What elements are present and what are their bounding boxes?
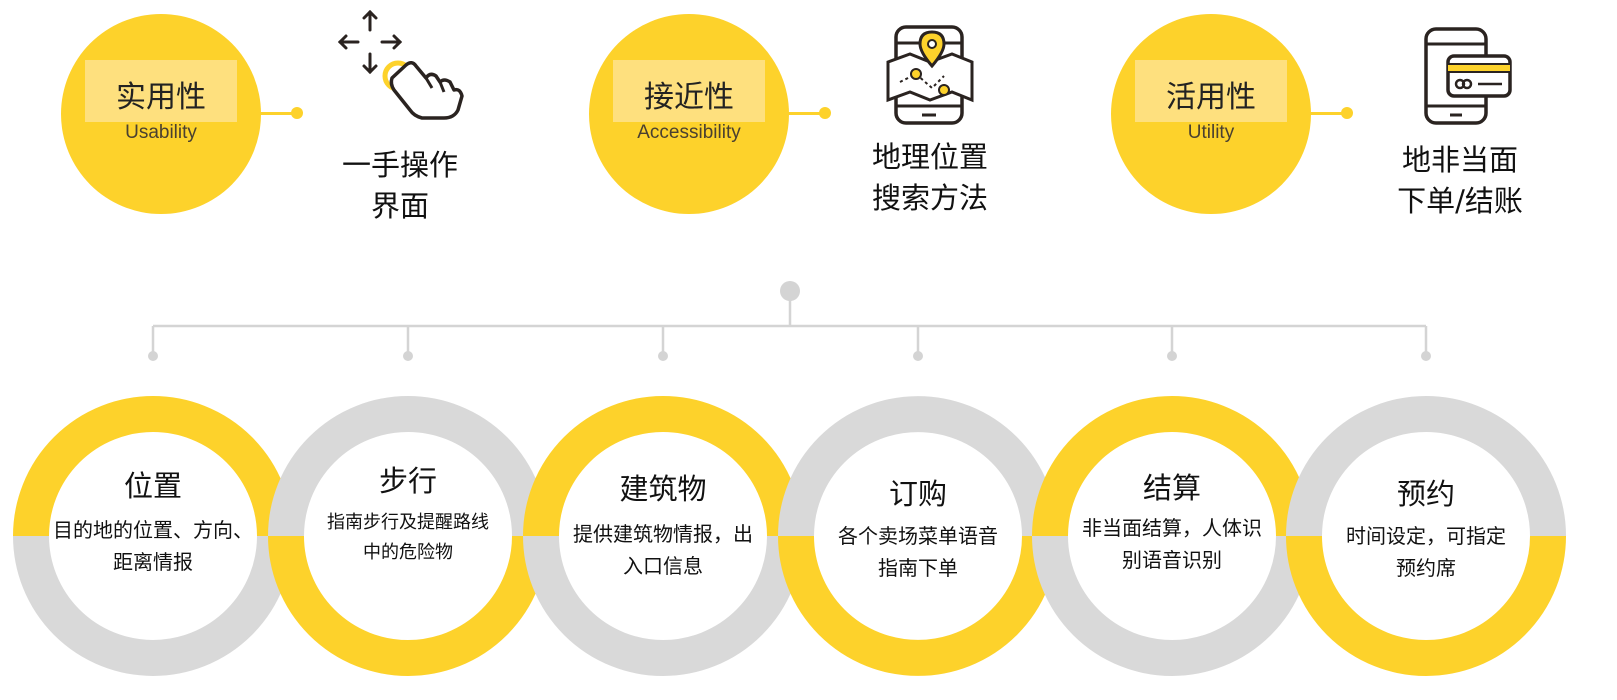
ring-arc-bottom: [1032, 535, 1312, 676]
feature-line: 一手操作: [341, 148, 458, 182]
category-label-box: [85, 60, 237, 122]
ring-title: 位置: [123, 469, 182, 503]
tree-branch-dot: [913, 351, 923, 361]
tree-branch-dot: [1167, 351, 1177, 361]
ring-desc: 各个卖场菜单语音 指南下单: [803, 520, 1033, 584]
ring-arc-top: [1032, 396, 1312, 537]
connector-dot: [1341, 107, 1353, 119]
tree-root-dot: [780, 281, 800, 301]
tree-branch-dot: [403, 351, 413, 361]
ring-desc-line: 中的危险物: [363, 542, 453, 563]
category-subtitle: Accessibility: [637, 122, 741, 143]
ring-desc: 时间设定，可指定 预约席: [1311, 520, 1541, 584]
ring-desc-line: 入口信息: [623, 554, 703, 578]
ring-desc: 目的地的位置、方向、 距离情报: [38, 514, 268, 578]
tree-branch-dot: [148, 351, 158, 361]
connector-line: [259, 112, 297, 115]
feature-text: 一手操作 界面: [320, 145, 480, 227]
feature-line: 地非当面: [1401, 143, 1518, 177]
ring-desc: 指南步行及提醒路线 中的危险物: [293, 508, 523, 568]
ring-arc-top: [523, 396, 803, 537]
connector-line: [1309, 112, 1347, 115]
ring-desc-line: 目的地的位置、方向、: [53, 518, 253, 542]
ring-arc-top: [268, 396, 548, 537]
ring-title: 预约: [1396, 477, 1455, 511]
ring-title: 步行: [378, 464, 437, 498]
ring-desc: 提供建筑物情报，出 入口信息: [548, 518, 778, 582]
ring-arc-bottom: [268, 535, 548, 676]
feature-line: 地理位置: [871, 140, 988, 174]
category-circle: 接近性 Accessibility: [589, 14, 789, 214]
feature-text: 地理位置 搜索方法: [855, 137, 1005, 219]
category-title: 活用性: [1166, 80, 1256, 115]
connector-dot: [819, 107, 831, 119]
touch-gesture-icon: [330, 8, 470, 123]
category-circle: 实用性 Usability: [61, 14, 261, 214]
feature-line: 下单/结账: [1397, 184, 1523, 218]
ring-title: 订购: [888, 477, 947, 511]
category-title: 实用性: [116, 80, 206, 115]
connector-dot: [291, 107, 303, 119]
ring-desc-line: 各个卖场菜单语音: [838, 524, 998, 548]
ring-desc-line: 非当面结算，人体识: [1082, 516, 1262, 540]
category-subtitle: Utility: [1187, 122, 1235, 143]
category-subtitle: Usability: [125, 122, 197, 143]
ring-desc-line: 距离情报: [113, 550, 193, 574]
category-label-box: [1135, 60, 1287, 122]
feature-line: 搜索方法: [871, 181, 988, 215]
ring-arc-top: [1286, 396, 1566, 537]
category-circle: 活用性 Utility: [1111, 14, 1311, 214]
ring-title: 结算: [1142, 471, 1201, 505]
tree-branch-dot: [658, 351, 668, 361]
tree-connector: [148, 281, 1431, 361]
ring-arc-bottom: [778, 535, 1058, 676]
ring-desc-line: 指南步行及提醒路线: [327, 512, 489, 533]
ring-desc-line: 时间设定，可指定: [1346, 524, 1506, 548]
phone-card-payment-icon: [1420, 26, 1516, 126]
ring-arc-bottom: [523, 535, 803, 676]
ring-arc-bottom: [1286, 535, 1566, 676]
ring-arc-top: [778, 396, 1058, 537]
ring-desc-line: 预约席: [1396, 556, 1456, 580]
ring-arc-top: [13, 396, 293, 537]
ring-desc-line: 提供建筑物情报，出: [573, 522, 753, 546]
ring-desc: 非当面结算，人体识 别语音识别: [1057, 512, 1287, 576]
category-title: 接近性: [644, 80, 734, 115]
feature-text: 地非当面 下单/结账: [1380, 140, 1540, 222]
ring-desc-line: 别语音识别: [1122, 548, 1222, 572]
ring-arc-bottom: [13, 535, 293, 676]
connector-line: [787, 112, 825, 115]
ring-desc-line: 指南下单: [878, 556, 958, 580]
category-label-box: [613, 60, 765, 122]
tree-branch-dot: [1421, 351, 1431, 361]
feature-line: 界面: [370, 189, 429, 223]
map-pin-phone-icon: [886, 24, 976, 126]
ring-title: 建筑物: [619, 472, 707, 506]
